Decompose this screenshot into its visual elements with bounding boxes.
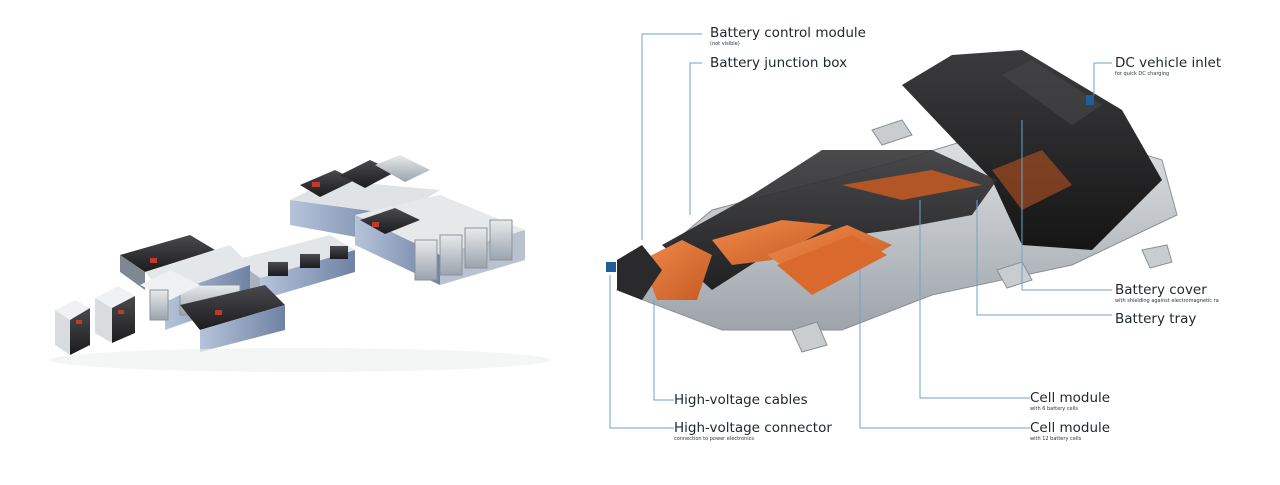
dc-vehicle-inlet-note: for quick DC charging [1115,71,1170,77]
label-battery-tray: Battery tray [1115,312,1196,327]
center-module-grid [355,195,525,285]
dc-vehicle-inlet-title: DC vehicle inlet [1115,55,1222,71]
label-high-voltage-cables: High-voltage cables [674,393,808,408]
left-module-group [120,235,285,352]
battery-control-module-title: Battery control module [710,25,866,41]
battery-cover-note: with shielding against electromagnetic r… [1115,298,1219,304]
leader-lines [609,33,1112,429]
high-voltage-cables-title: High-voltage cables [674,392,808,408]
label-high-voltage-connector: High-voltage connector connection to pow… [674,420,832,443]
cell-module-12-note: with 12 battery cells [1030,436,1082,442]
cell-module-12-title: Cell module [1030,420,1111,436]
battery-cutaway-drawing [606,33,1178,429]
battery-tray-title: Battery tray [1115,311,1197,327]
label-battery-control-module: Battery control module (not visible) [710,25,866,48]
battery-cutaway-diagram: Battery control module (not visible) Bat… [602,0,1232,458]
battery-junction-box-title: Battery junction box [710,55,848,71]
cell-module-6-note: with 6 battery cells [1030,406,1079,412]
orange-cell-modules [642,150,1072,300]
battery-cover-title: Battery cover [1115,282,1207,298]
bottom-left-modules [55,270,200,355]
label-battery-junction-box: Battery junction box [710,56,847,71]
label-cell-module-12: Cell module with 12 battery cells [1030,420,1111,443]
label-battery-cover: Battery cover with shielding against ele… [1115,282,1219,305]
battery-cover-shape [902,50,1162,250]
label-dc-vehicle-inlet: DC vehicle inlet for quick DC charging [1115,55,1222,78]
label-cell-module-6: Cell module with 6 battery cells [1030,390,1111,413]
high-voltage-connector-note: connection to power electronics [674,436,754,442]
cell-module-6-title: Cell module [1030,390,1111,406]
high-voltage-connector-title: High-voltage connector [674,420,832,436]
battery-modules-drawing [50,155,550,372]
battery-control-module-note: (not visible) [710,41,740,47]
exploded-battery-modules-image [0,0,600,485]
